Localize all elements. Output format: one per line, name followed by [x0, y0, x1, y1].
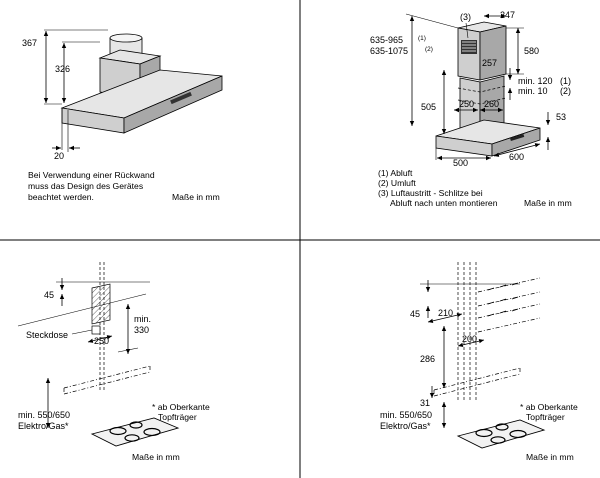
hood-outline [433, 367, 521, 397]
panel-1-hood-side-view: 367 326 20 Bei Verwendung einer Rückwand… [22, 29, 223, 202]
units-label: Maße in mm [524, 198, 572, 208]
dim-600: 600 [509, 152, 524, 162]
footnote-2: Topfträger [158, 412, 197, 422]
svg-text:(2): (2) [560, 86, 571, 96]
screw-positions [477, 277, 541, 333]
socket-icon [91, 325, 101, 335]
note-line-3: beachtet werden. [28, 192, 94, 202]
dim-505: 505 [421, 102, 436, 112]
legend-4: Abluft nach unten montieren [390, 198, 498, 208]
outlet-pipe-top [109, 33, 143, 43]
clearance-label-1: min. 550/650 [380, 410, 432, 420]
dim-250: 250 [459, 99, 474, 109]
svg-text:(1): (1) [560, 76, 571, 86]
dim-330: 330 [134, 325, 149, 335]
dim-260: 260 [484, 99, 499, 109]
legend-1: (1) Abluft [378, 168, 413, 178]
units-label: Maße in mm [172, 192, 220, 202]
dim-45: 45 [410, 309, 420, 319]
units-label: Maße in mm [132, 452, 180, 462]
footnote-1: * ab Oberkante [520, 402, 578, 412]
panel-4-mounting-positions: 45 210 200 286 31 min. 550/650 Elektro/G… [380, 262, 578, 462]
dim-250: 250 [94, 336, 109, 346]
dim-635-965: 635-965 [370, 35, 403, 45]
footnote-1: * ab Oberkante [152, 402, 210, 412]
wall-mount [61, 108, 69, 152]
dim-53: 53 [556, 112, 566, 122]
legend-3: (3) Luftaustritt - Schlitze bei [378, 188, 483, 198]
dim-247: 247 [500, 10, 515, 20]
cooktop [90, 417, 180, 447]
air-outlet-slots [461, 40, 477, 54]
chimney-side [479, 25, 507, 81]
control-panel [170, 91, 192, 105]
dim-326: 326 [55, 64, 70, 74]
clearance-label-2: Elektro/Gas* [380, 421, 431, 431]
panel-2-chimney-hood: 247 (3) 635-965 (1) 635-1075 (2) 580 257… [370, 10, 572, 208]
svg-text:(2): (2) [425, 46, 433, 53]
dim-31: 31 [420, 398, 430, 408]
canopy-side [123, 75, 223, 134]
socket-label: Steckdose [26, 330, 68, 340]
svg-text:(1): (1) [418, 35, 426, 42]
panel-3-wall-installation: 45 Steckdose 250 min. 330 min. 550/650 E… [17, 262, 210, 462]
dim-min-label: min. [134, 314, 151, 324]
control-panel [510, 133, 525, 141]
dim-210: 210 [438, 308, 453, 318]
note-line-2: muss das Design des Gerätes [28, 181, 143, 191]
dim-367: 367 [22, 38, 37, 48]
dim-20: 20 [54, 151, 64, 161]
clearance-label-1: min. 550/650 [18, 410, 70, 420]
legend-2: (2) Umluft [378, 178, 416, 188]
dim-min-120: min. 120 [518, 76, 553, 86]
cooktop [456, 419, 546, 449]
dim-286: 286 [420, 354, 435, 364]
dim-45: 45 [44, 290, 54, 300]
socket-zone [91, 283, 111, 325]
dim-min-10: min. 10 [518, 86, 548, 96]
callout-3: (3) [460, 12, 471, 22]
overlap-lines [457, 85, 507, 105]
clearance-label-2: Elektro/Gas* [18, 421, 69, 431]
footnote-2: Topfträger [526, 412, 565, 422]
dim-200: 200 [462, 334, 477, 344]
dim-580: 580 [524, 46, 539, 56]
dim-257: 257 [482, 58, 497, 68]
note-line-1: Bei Verwendung einer Rückwand [28, 170, 155, 180]
dim-635-1075: 635-1075 [370, 46, 408, 56]
hood-outline [63, 365, 151, 395]
dim-500: 500 [453, 158, 468, 168]
units-label: Maße in mm [526, 452, 574, 462]
